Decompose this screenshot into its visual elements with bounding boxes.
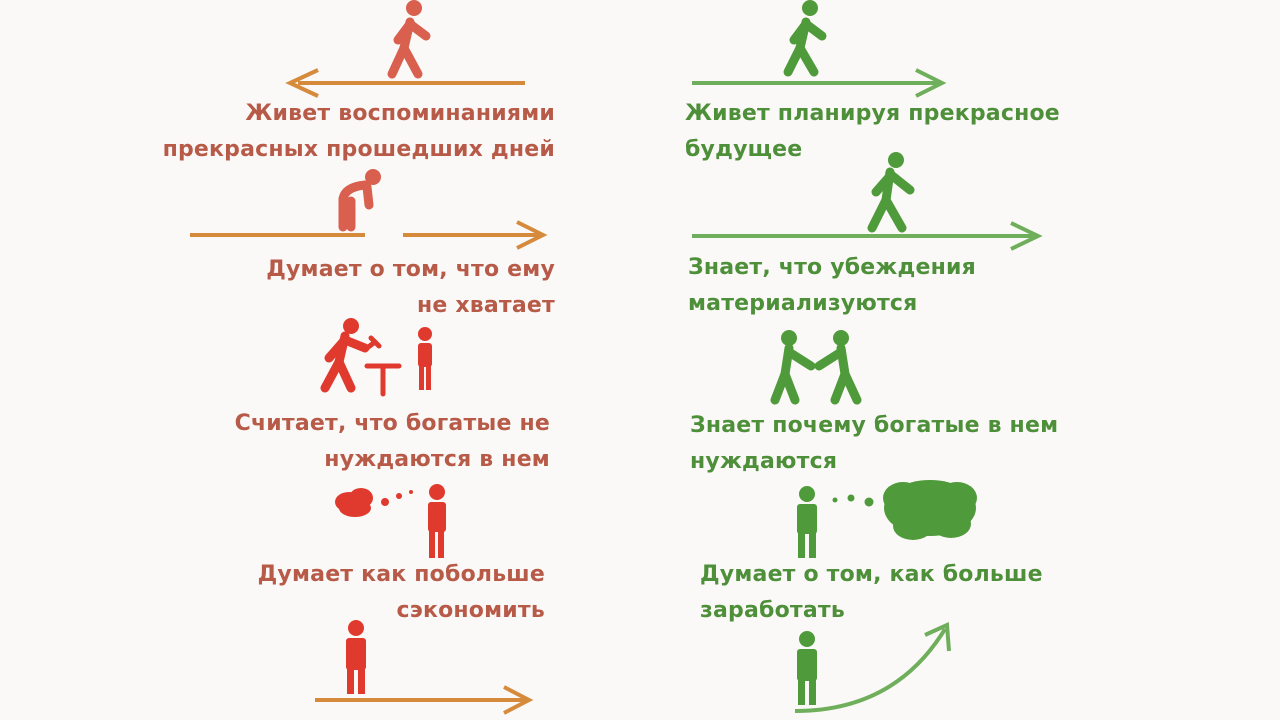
- standing-figure-rising-arrow-icon: [794, 621, 951, 713]
- handshake-figures-icon: [770, 330, 862, 405]
- standing-figure-flat-arrow-icon: [315, 620, 534, 715]
- worker-hammer-icon: [320, 318, 432, 397]
- bent-over-figure-icon: [190, 169, 548, 250]
- small-thought-cloud-icon: [335, 484, 446, 558]
- walking-forward-figure-icon: [692, 152, 1043, 251]
- walking-right-figure-icon: [692, 0, 947, 98]
- walking-figure-icon: [285, 0, 525, 98]
- big-thought-cloud-icon: [797, 480, 977, 558]
